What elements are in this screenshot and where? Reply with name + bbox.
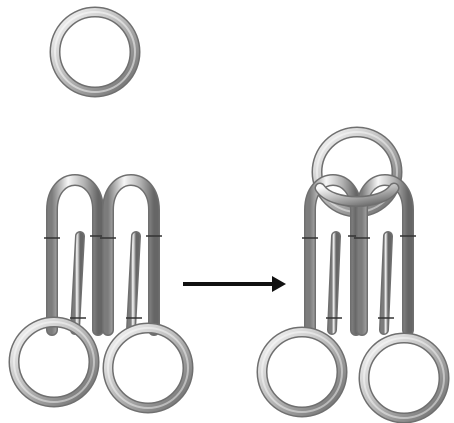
left-carabiner [44, 180, 106, 330]
bottom-ring-right [108, 328, 188, 408]
loose-ring [55, 12, 135, 92]
before-group [14, 12, 188, 408]
right-carabiner [100, 180, 162, 330]
after-bottom-ring-right [364, 338, 444, 418]
right-arrow-icon [183, 276, 286, 292]
after-bottom-ring-left [262, 332, 342, 412]
after-group [262, 132, 444, 418]
